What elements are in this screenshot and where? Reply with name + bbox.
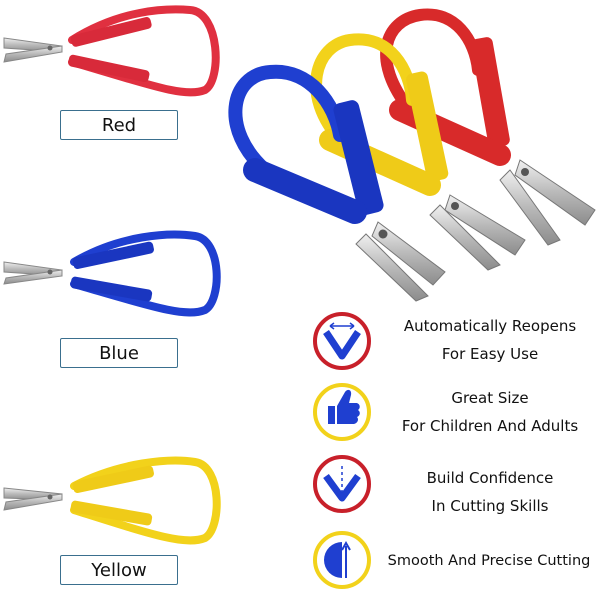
scissors-red (3, 5, 220, 97)
feature-2: Great Size For Children And Adults (385, 384, 595, 440)
feature-3-line2: In Cutting Skills (431, 497, 549, 515)
feature-1-line2: For Easy Use (441, 345, 539, 363)
feature-2-line2: For Children And Adults (401, 417, 579, 435)
reopen-arrows-icon (313, 312, 371, 370)
scissors-large-red (380, 8, 596, 246)
scissors-large-blue (228, 64, 446, 302)
half-moon-arrow-icon (313, 531, 371, 589)
feature-2-line1: Great Size (451, 389, 529, 407)
scissors-yellow (3, 456, 221, 545)
label-red: Red (60, 110, 178, 140)
thumbs-up-icon (313, 383, 371, 441)
feature-4: Smooth And Precise Cutting (378, 547, 600, 575)
label-yellow: Yellow (60, 555, 178, 585)
downward-check-icon (313, 455, 371, 513)
feature-1-line1: Automatically Reopens (403, 317, 577, 335)
label-blue: Blue (60, 338, 178, 368)
feature-4-line1: Smooth And Precise Cutting (387, 553, 591, 569)
feature-3: Build Confidence In Cutting Skills (385, 464, 595, 520)
feature-3-line1: Build Confidence (426, 469, 554, 487)
feature-1: Automatically Reopens For Easy Use (385, 312, 595, 368)
scissors-blue (3, 230, 221, 317)
